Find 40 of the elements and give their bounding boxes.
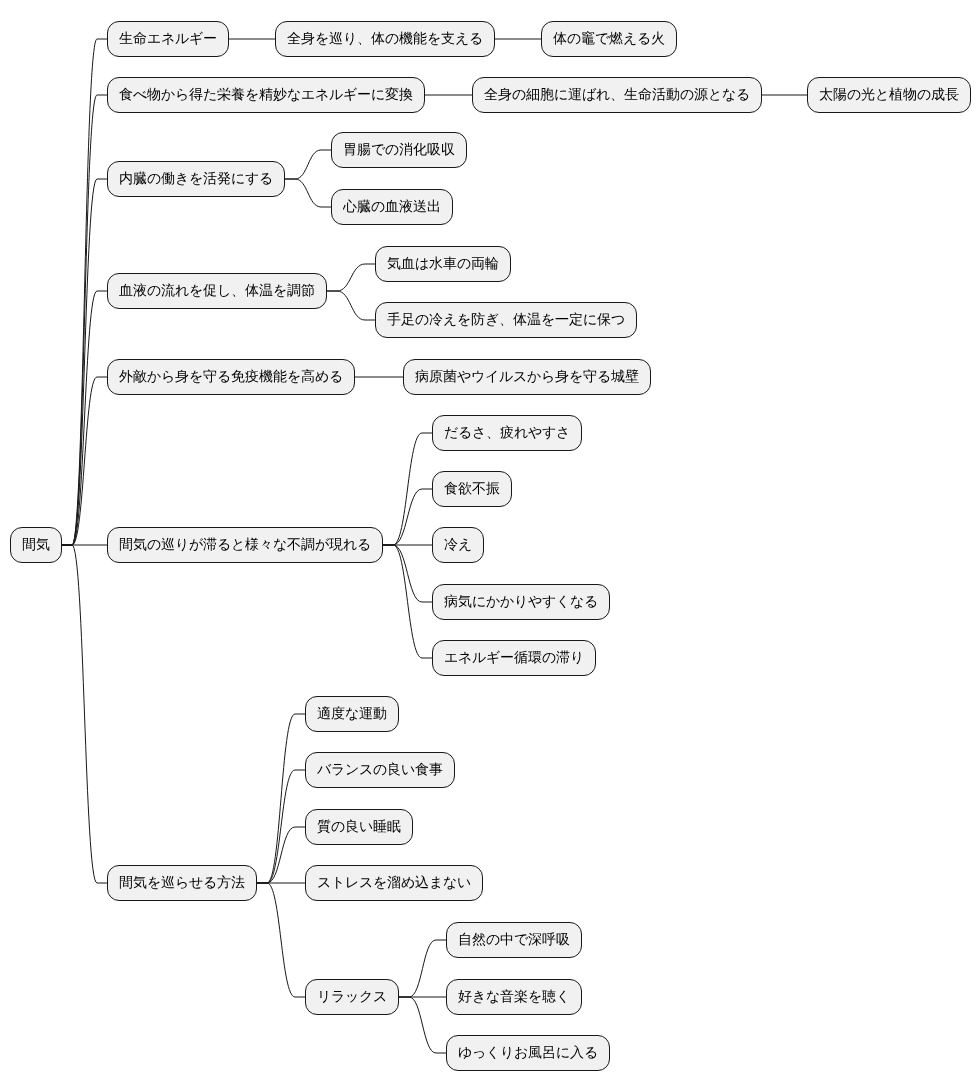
topic-box: エネルギー循環の滞り [432, 640, 596, 676]
topic-box: 外敵から身を守る免疫機能を高める [107, 359, 355, 395]
topic-box: 心臓の血液送出 [331, 189, 453, 225]
topic-box: 自然の中で深呼吸 [446, 922, 582, 958]
topic-box: 全身の細胞に運ばれ、生命活動の源となる [472, 77, 762, 113]
topic-box: だるさ、疲れやすさ [432, 415, 582, 451]
topic-box: 胃腸での消化吸収 [331, 132, 467, 168]
topic-box: ゆっくりお風呂に入る [446, 1035, 610, 1071]
connector-line [284, 178, 332, 208]
topic-box: リラックス [305, 979, 399, 1015]
connector-line [398, 996, 447, 1054]
topic-box: 内臓の働きを活発にする [107, 161, 285, 197]
topic-box: 適度な運動 [305, 696, 399, 732]
topic-box: 体の竈で燃える火 [541, 21, 677, 57]
topic-box: 食べ物から得た栄養を精妙なエネルギーに変換 [107, 77, 425, 113]
connector-line [761, 94, 808, 96]
connector-line [326, 290, 376, 321]
topic-box: 生命エネルギー [107, 21, 229, 57]
connector-line [424, 94, 473, 96]
topic-box: 好きな音楽を聴く [446, 979, 582, 1015]
topic-box: 間気 [10, 527, 62, 563]
topic-box: 食欲不振 [432, 471, 512, 507]
topic-box: 太陽の光と植物の成長 [807, 77, 971, 113]
topic-box: 間気の巡りが滞ると様々な不調が現れる [107, 527, 383, 563]
connector-line [494, 38, 542, 40]
topic-box: バランスの良い食事 [305, 752, 455, 788]
topic-box: 病気にかかりやすくなる [432, 584, 610, 620]
topic-box: 病原菌やウイルスから身を守る城壁 [403, 359, 651, 395]
topic-box: 手足の冷えを防ぎ、体温を一定に保つ [375, 302, 637, 338]
topic-box: 間気を巡らせる方法 [107, 865, 257, 901]
topic-box: 血液の流れを促し、体温を調節 [107, 273, 327, 309]
topic-box: 質の良い睡眠 [305, 809, 413, 845]
connector-line [256, 882, 306, 998]
topic-box: 気血は水車の両輪 [375, 246, 511, 282]
topic-box: 全身を巡り、体の機能を支える [275, 21, 495, 57]
connector-line [228, 38, 276, 40]
topic-box: 冷え [432, 527, 484, 563]
connector-line [354, 376, 404, 378]
topic-box: ストレスを溜め込まない [305, 865, 483, 901]
connector-line [382, 544, 433, 659]
